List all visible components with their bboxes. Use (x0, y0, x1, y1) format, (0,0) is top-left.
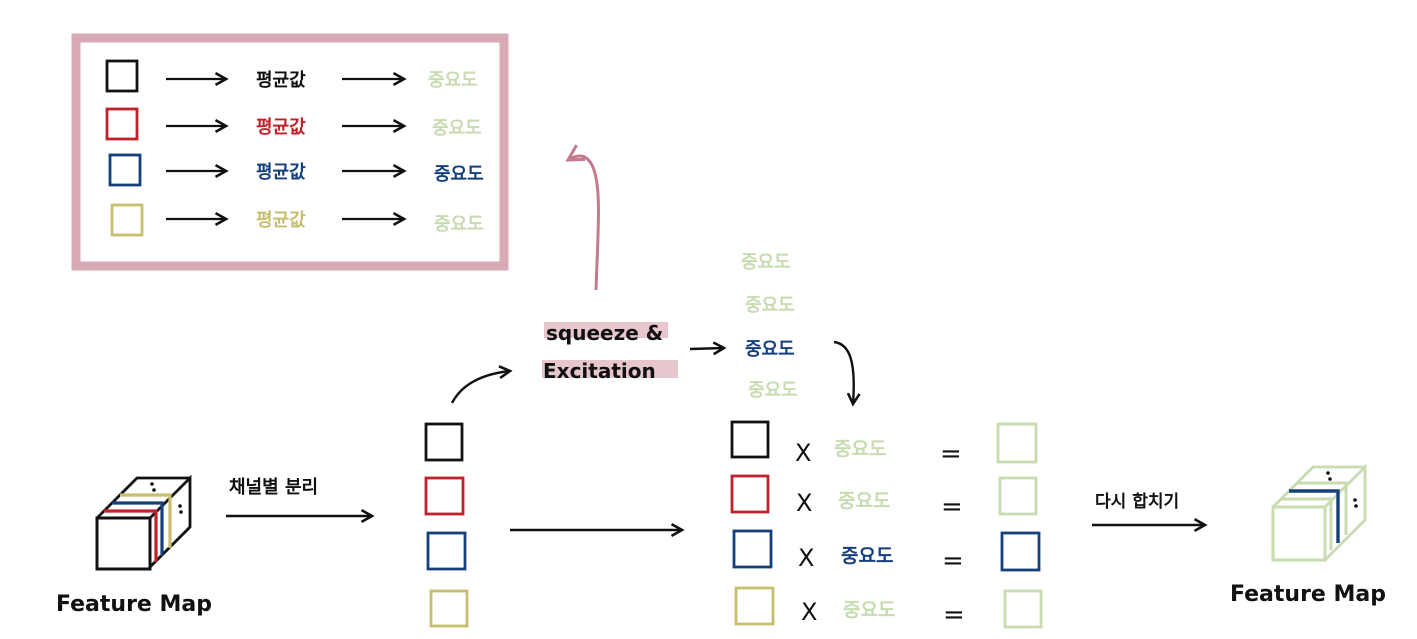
importance-label: 중요도 (745, 295, 795, 316)
importance-label: 중요도 (834, 438, 886, 460)
channel-square-olive (110, 203, 144, 237)
equals-symbol: = (942, 546, 964, 576)
result-square (996, 422, 1038, 464)
importance-label: 중요도 (745, 339, 795, 360)
separated-channels (424, 422, 469, 628)
channel-square-black (730, 420, 770, 459)
equals-symbol: = (941, 492, 963, 522)
mean-label: 평균값 (256, 70, 306, 91)
importance-label: 중요도 (434, 214, 484, 235)
importance-label: 중요도 (434, 164, 484, 185)
output-feature-map-label: Feature Map (1230, 582, 1386, 607)
channel-square-red (105, 107, 139, 141)
channel-square-blue (426, 531, 467, 571)
se-label-line2: Excitation (543, 359, 656, 383)
input-feature-map-cube (95, 474, 192, 571)
importance-stack: 중요도 중요도 중요도 중요도 (741, 252, 798, 401)
legend-frame (71, 33, 509, 271)
se-label-line1: squeeze & (546, 321, 663, 345)
arrow-to-multiply-rows (833, 340, 854, 404)
equals-symbol: = (943, 600, 965, 630)
legend-row-black: 평균값 중요도 (105, 59, 478, 93)
result-square (998, 476, 1038, 516)
input-feature-map-label: Feature Map (56, 592, 212, 617)
channel-square-olive (429, 589, 469, 628)
equals-symbol: = (940, 439, 962, 469)
result-square (1000, 531, 1041, 572)
multiply-row-olive: X 중요도 = (734, 586, 1043, 630)
importance-label: 중요도 (841, 545, 893, 567)
channel-split-label: 채널별 분리 (229, 477, 318, 498)
channel-square-blue (108, 153, 142, 187)
importance-label: 중요도 (741, 252, 791, 273)
times-symbol: X (798, 544, 814, 572)
multiply-row-red: X 중요도 = (730, 474, 1038, 522)
importance-label: 중요도 (428, 70, 478, 91)
importance-label: 중요도 (432, 118, 482, 139)
arrow-to-importance (689, 348, 724, 349)
channel-square-olive (734, 586, 775, 626)
legend-row-olive: 평균값 중요도 (110, 203, 484, 237)
channel-square-black (105, 59, 139, 93)
importance-label: 중요도 (838, 490, 890, 512)
legend-row-blue: 평균값 중요도 (108, 153, 484, 187)
legend-box: 평균값 중요도 평균값 중요도 평균값 중요도 평균값 중요도 (71, 33, 509, 271)
times-symbol: X (801, 598, 817, 626)
arrow-to-se-block (450, 371, 510, 404)
channel-square-red (730, 474, 770, 514)
channel-square-black (424, 422, 464, 462)
se-block: squeeze & Excitation (542, 321, 678, 383)
result-square (1003, 589, 1043, 629)
multiply-row-black: X 중요도 = (730, 420, 1038, 469)
mean-label: 평균값 (256, 117, 306, 138)
output-feature-map-cube (1271, 463, 1367, 562)
importance-label: 중요도 (748, 380, 798, 401)
times-symbol: X (796, 489, 812, 517)
times-symbol: X (795, 439, 811, 467)
mean-label: 평균값 (256, 162, 306, 183)
mean-label: 평균값 (256, 210, 306, 231)
se-highlight (542, 360, 678, 378)
importance-label: 중요도 (843, 599, 895, 621)
se-highlight (544, 322, 668, 338)
legend-row-red: 평균값 중요도 (105, 107, 482, 141)
channel-square-blue (732, 529, 773, 569)
merge-label: 다시 합치기 (1095, 491, 1179, 512)
multiply-row-blue: X 중요도 = (732, 529, 1041, 576)
pink-arrow-to-legend (565, 144, 600, 291)
channel-square-red (424, 476, 465, 516)
